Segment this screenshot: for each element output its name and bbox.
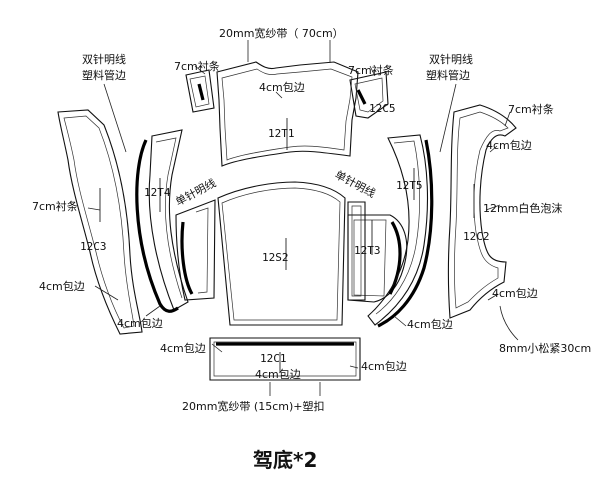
annotation-double-stitch-right-line2: 塑料管边 bbox=[426, 68, 470, 82]
leader-lines bbox=[87, 40, 519, 396]
annotation-binding-c2-bottom: 4cm包边 bbox=[492, 287, 538, 300]
label-12C1: 12C1 bbox=[260, 352, 287, 365]
piece-12S2: 12S2 bbox=[217, 181, 346, 326]
annotation-single-stitch-right: 单针明线 bbox=[333, 167, 378, 200]
annotation-double-stitch-left-line2: 塑料管边 bbox=[82, 68, 126, 82]
piece-inner-strip-right bbox=[347, 201, 366, 301]
annotation-bottom-tape: 20mm宽纱带 (15cm)+塑扣 bbox=[182, 399, 324, 413]
annotation-lining-top-left: 7cm衬条 bbox=[174, 59, 220, 73]
annotation-lining-right: 7cm衬条 bbox=[508, 102, 554, 116]
label-12T3: 12T3 bbox=[354, 244, 381, 257]
annotation-binding-c1-left: 4cm包边 bbox=[160, 342, 206, 355]
piece-12T5: 12T5 bbox=[367, 134, 434, 328]
annotation-binding-left-lower: 4cm包边 bbox=[39, 280, 85, 293]
piece-12C5: 12C5 bbox=[349, 71, 396, 119]
label-12T1: 12T1 bbox=[268, 127, 295, 140]
label-12C3: 12C3 bbox=[80, 240, 107, 253]
annotation-top-tape: 20mm宽纱带（ 70cm） bbox=[219, 26, 344, 40]
piece-12C3: 12C3 bbox=[57, 109, 143, 335]
piece-lining-strip-left bbox=[185, 69, 215, 113]
annotation-binding-top: 4cm包边 bbox=[259, 81, 305, 94]
annotation-white-foam: 12mm白色泡沫 bbox=[483, 201, 562, 215]
label-12C5: 12C5 bbox=[369, 102, 396, 115]
piece-12T4: 12T4 bbox=[135, 129, 189, 313]
annotation-elastic: 8mm小松紧30cm bbox=[499, 341, 591, 355]
annotation-binding-c1-center: 4cm包边 bbox=[255, 368, 301, 381]
label-12T5: 12T5 bbox=[396, 179, 423, 192]
annotation-binding-t3-bottom: 4cm包边 bbox=[407, 318, 453, 331]
piece-12T1: 12T1 bbox=[216, 61, 359, 167]
annotation-double-stitch-left-line1: 双针明线 bbox=[82, 52, 126, 66]
annotation-binding-c1-right: 4cm包边 bbox=[361, 360, 407, 373]
annotation-lining-top-right: 7cm衬条 bbox=[348, 63, 394, 77]
annotation-double-stitch-right-line1: 双针明线 bbox=[429, 52, 473, 66]
annotation-binding-c3-bottom: 4cm包边 bbox=[117, 317, 163, 330]
diagram-title: 驾底*2 bbox=[253, 448, 317, 472]
label-12S2: 12S2 bbox=[262, 251, 289, 264]
piece-12T3: 12T3 bbox=[347, 214, 408, 303]
piece-12C2: 12C2 bbox=[447, 104, 517, 319]
piece-inner-strip-left bbox=[175, 199, 216, 301]
piece-12C1: 12C1 bbox=[209, 337, 361, 381]
annotation-lining-left: 7cm衬条 bbox=[32, 199, 78, 213]
annotation-single-stitch-left: 单针明线 bbox=[173, 176, 218, 209]
label-12T4: 12T4 bbox=[144, 186, 171, 199]
label-12C2: 12C2 bbox=[463, 230, 490, 243]
annotation-binding-right-upper: 4cm包边 bbox=[486, 139, 532, 152]
